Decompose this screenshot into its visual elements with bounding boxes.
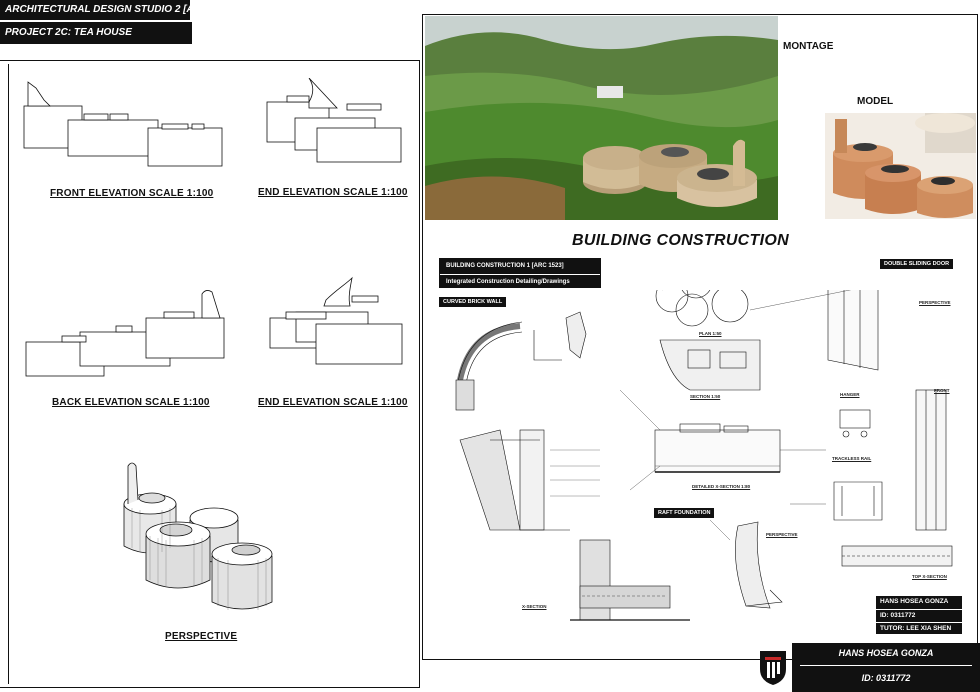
perspective-sketch bbox=[123, 462, 273, 610]
perspective-caption: PERSPECTIVE bbox=[165, 631, 238, 642]
sliding-door-detail bbox=[827, 290, 953, 567]
university-logo-icon bbox=[760, 651, 786, 685]
trackless-rail-label: TRACKLESS RAIL bbox=[832, 456, 872, 461]
curved-perspective-label: PERSPECTIVE bbox=[766, 532, 798, 537]
section-1-50 bbox=[659, 339, 761, 391]
curved-wall-perspective bbox=[735, 521, 783, 609]
front-drum bbox=[211, 542, 273, 610]
footer-divider bbox=[800, 665, 972, 666]
curved-brick-wall-tag: CURVED BRICK WALL bbox=[439, 297, 507, 307]
model-photo bbox=[825, 113, 976, 219]
front-elevation-caption: FRONT ELEVATION SCALE 1:100 bbox=[50, 188, 214, 199]
x-section-label: X-SECTION bbox=[522, 604, 547, 609]
building-construction-title: BUILDING CONSTRUCTION bbox=[572, 232, 789, 249]
center-drum bbox=[145, 521, 211, 589]
top-section-label: TOP X-SECTION bbox=[912, 574, 947, 579]
footer-name-bar: HANS HOSEA GONZA ID: 0311772 bbox=[792, 643, 980, 692]
back-elevation-drawing bbox=[25, 290, 225, 377]
plan-label: PLAN 1:50 bbox=[699, 331, 722, 336]
detailed-section-label: DETAILED X-SECTION 1:80 bbox=[692, 484, 751, 489]
detailed-x-section bbox=[654, 423, 781, 473]
front-elevation-drawing bbox=[23, 81, 223, 167]
student-id-block: HANS HOSEA GONZA ID: 0311772 TUTOR: LEE … bbox=[876, 596, 962, 634]
back-elevation-caption: BACK ELEVATION SCALE 1:100 bbox=[52, 397, 210, 408]
bc-course: BUILDING CONSTRUCTION 1 [ARC 1523] bbox=[440, 259, 600, 274]
elevations-panel bbox=[0, 60, 420, 688]
montage-label: MONTAGE bbox=[783, 41, 834, 52]
hanger-label: HANGER bbox=[840, 392, 860, 397]
footer-id: ID: 0311772 bbox=[861, 673, 911, 683]
construction-details-drawing bbox=[455, 290, 953, 621]
end-elevation-drawing-1 bbox=[266, 78, 402, 163]
model-in-montage bbox=[583, 139, 757, 207]
plan-circles bbox=[655, 290, 749, 327]
presentation-panel bbox=[422, 14, 978, 660]
course-title: ARCHITECTURAL DESIGN STUDIO 2 [ARC 1126] bbox=[0, 0, 236, 20]
project-title: PROJECT 2C: TEA HOUSE bbox=[0, 22, 192, 44]
student-name: HANS HOSEA GONZA bbox=[876, 596, 962, 610]
front-label: FRONT bbox=[934, 388, 950, 393]
raft-foundation-tag: RAFT FOUNDATION bbox=[654, 508, 715, 518]
raft-foundation-detail bbox=[570, 539, 690, 621]
double-sliding-door-tag: DOUBLE SLIDING DOOR bbox=[880, 259, 954, 269]
end-elevation-drawing-2 bbox=[269, 276, 403, 365]
end-elevation-caption-1: END ELEVATION SCALE 1:100 bbox=[258, 187, 408, 198]
end-elevation-caption-2: END ELEVATION SCALE 1:100 bbox=[258, 397, 408, 408]
door-perspective-label: PERSPECTIVE bbox=[919, 300, 951, 305]
section-label: SECTION 1:50 bbox=[690, 394, 721, 399]
student-id: ID: 0311772 bbox=[876, 610, 962, 623]
curved-brick-wall-detail bbox=[455, 311, 587, 411]
wall-section-detail bbox=[459, 429, 600, 531]
bc-course-box: BUILDING CONSTRUCTION 1 [ARC 1523] Integ… bbox=[439, 258, 601, 288]
panel-divider bbox=[8, 64, 9, 684]
montage-image bbox=[425, 16, 778, 220]
footer-name: HANS HOSEA GONZA bbox=[838, 648, 934, 658]
model-label: MODEL bbox=[857, 96, 894, 107]
bc-subtitle: Integrated Construction Detailing/Drawin… bbox=[440, 274, 600, 288]
student-tutor: TUTOR: LEE XIA SHEN bbox=[880, 625, 952, 632]
